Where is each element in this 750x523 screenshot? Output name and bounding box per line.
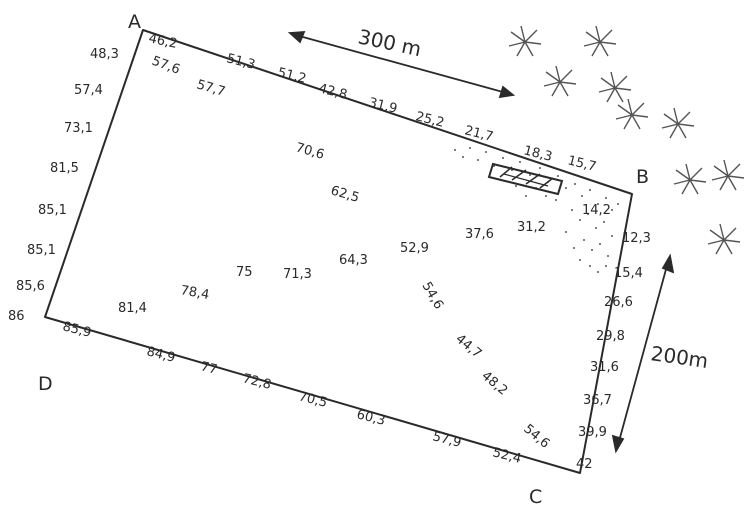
- shaded-area: [454, 147, 619, 273]
- value-label: 39,9: [578, 425, 607, 440]
- value-label: 54,6: [419, 280, 446, 313]
- value-label: 54,6: [520, 422, 552, 452]
- value-label: 31,9: [367, 95, 399, 117]
- value-label: 62,5: [329, 183, 361, 205]
- bottom-edge-values: 85,9 84,9 77 72,8 70,5 60,3 57,9 52,4: [61, 319, 523, 467]
- tree-icon: [598, 71, 632, 103]
- value-label: 18,3: [522, 143, 554, 165]
- height-arrow: [611, 253, 675, 454]
- value-label: 26,6: [604, 295, 633, 310]
- value-label: 52,4: [491, 445, 523, 467]
- value-label: 86: [8, 309, 25, 324]
- value-label: 84,9: [145, 344, 177, 366]
- value-label: 15,7: [566, 153, 598, 175]
- value-label: 72,8: [241, 371, 273, 393]
- value-label: 57,9: [431, 429, 463, 451]
- value-label: 48,3: [90, 47, 119, 62]
- value-label: 51,3: [225, 51, 257, 73]
- tree-icon: [583, 25, 617, 57]
- shed-icon: [487, 162, 564, 196]
- value-label: 77: [199, 359, 219, 378]
- value-label: 31,6: [590, 360, 619, 375]
- value-label: 12,3: [622, 231, 651, 246]
- width-arrow: [287, 30, 516, 99]
- corner-c-label: C: [529, 486, 542, 508]
- value-label: 85,6: [16, 279, 45, 294]
- value-label: 46,2: [147, 31, 178, 52]
- value-label: 60,3: [355, 407, 387, 429]
- value-label: 57,4: [74, 83, 103, 98]
- value-label: 42,8: [317, 81, 349, 103]
- value-label: 14,2: [582, 203, 611, 218]
- tree-icon: [711, 159, 745, 191]
- value-label: 57,6: [150, 54, 182, 78]
- value-label: 42: [576, 457, 593, 472]
- corner-b-label: B: [636, 166, 649, 188]
- value-label: 70,5: [297, 389, 329, 411]
- right-edge-values: 14,2 12,3 15,4 26,6 29,8 31,6 36,7 39,9 …: [576, 203, 651, 472]
- value-label: 85,1: [38, 203, 67, 218]
- tree-icon: [673, 163, 707, 195]
- value-label: 36,7: [583, 393, 612, 408]
- value-label: 37,6: [465, 227, 494, 242]
- value-label: 29,8: [596, 329, 625, 344]
- height-label: 200m: [649, 341, 709, 373]
- value-label: 81,5: [50, 161, 79, 176]
- value-label: 71,3: [283, 267, 312, 282]
- value-label: 85,9: [61, 319, 93, 341]
- tree-icon: [615, 98, 649, 130]
- value-label: 78,4: [179, 283, 210, 303]
- corner-d-label: D: [38, 373, 53, 395]
- corner-a-label: A: [128, 11, 141, 33]
- trees: [508, 25, 745, 255]
- left-edge-values: 48,3 57,4 73,1 81,5 85,1 85,1 85,6 86: [8, 47, 119, 324]
- value-label: 51,2: [276, 65, 308, 87]
- value-label: 25,2: [414, 109, 446, 131]
- interior-values: 57,6 57,7 70,6 62,5 75 71,3 64,3 52,9 37…: [118, 54, 552, 452]
- value-label: 15,4: [614, 266, 643, 281]
- value-label: 44,7: [452, 332, 484, 362]
- value-label: 64,3: [339, 253, 368, 268]
- tree-icon: [661, 107, 695, 139]
- tree-icon: [508, 25, 542, 57]
- value-label: 52,9: [400, 241, 429, 256]
- value-label: 85,1: [27, 243, 56, 258]
- value-label: 31,2: [517, 220, 546, 235]
- value-label: 81,4: [118, 301, 147, 316]
- field-boundary: [44, 29, 633, 474]
- tree-icon: [543, 65, 577, 97]
- value-label: 57,7: [195, 77, 227, 99]
- value-label: 75: [236, 265, 253, 280]
- value-label: 21,7: [463, 123, 495, 145]
- width-label: 300 m: [356, 24, 424, 61]
- value-label: 70,6: [294, 140, 326, 162]
- value-label: 48,2: [478, 369, 510, 399]
- value-label: 73,1: [64, 121, 93, 136]
- tree-icon: [707, 223, 741, 255]
- top-edge-values: 46,2 51,3 51,2 42,8 31,9 25,2 21,7 18,3 …: [147, 31, 598, 175]
